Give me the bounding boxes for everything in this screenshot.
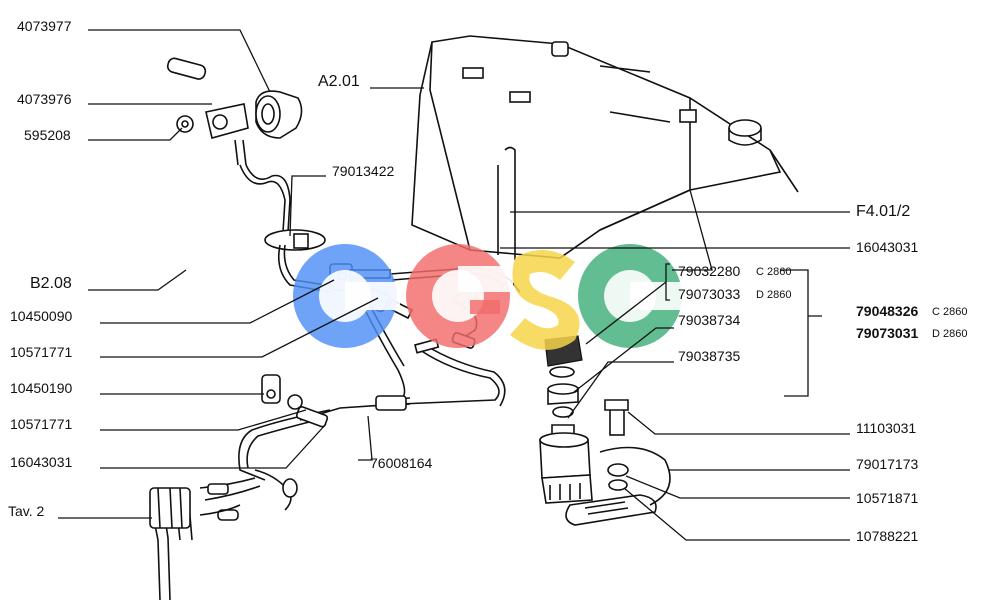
label-a201: A2.01 xyxy=(318,73,360,90)
label-595208: 595208 xyxy=(24,127,71,143)
label-10450090: 10450090 xyxy=(10,308,73,324)
watermark-logo xyxy=(293,244,685,350)
fuel-tank xyxy=(411,35,799,260)
label-10571871: 10571871 xyxy=(856,490,919,506)
label-76008164: 76008164 xyxy=(370,455,433,471)
label-79073033: 79073033 xyxy=(678,286,741,302)
label-tav2: Tav. 2 xyxy=(8,503,45,519)
label-79032280: 79032280 xyxy=(678,263,741,279)
label-c2860-a: C 2860 xyxy=(756,266,791,278)
label-4073977: 4073977 xyxy=(17,18,72,34)
label-79017173: 79017173 xyxy=(856,456,919,472)
label-79038735: 79038735 xyxy=(678,348,741,364)
label-16043031-a: 16043031 xyxy=(10,454,73,470)
label-79048326: 79048326 xyxy=(856,303,919,319)
watermark-s xyxy=(510,249,580,350)
label-79073031: 79073031 xyxy=(856,325,919,341)
label-11103031: 11103031 xyxy=(856,420,916,436)
label-10450190: 10450190 xyxy=(10,380,73,396)
part-labels: 4073977 4073976 595208 B2.08 10450090 10… xyxy=(8,18,967,544)
label-d2860-a: D 2860 xyxy=(756,289,791,301)
label-79038734: 79038734 xyxy=(678,312,741,328)
label-b208: B2.08 xyxy=(30,275,72,292)
leader-lines xyxy=(58,29,850,541)
label-79013422: 79013422 xyxy=(332,163,395,179)
label-10571771-a: 10571771 xyxy=(10,344,73,360)
label-10571771-b: 10571771 xyxy=(10,416,73,432)
gauge-assembly xyxy=(176,90,303,166)
label-c2860-b: C 2860 xyxy=(932,306,967,318)
control-rod xyxy=(157,57,207,269)
sender-switch xyxy=(539,335,671,526)
label-f4012: F4.01/2 xyxy=(856,203,910,220)
label-10788221: 10788221 xyxy=(856,528,919,544)
label-16043031-b: 16043031 xyxy=(856,239,919,255)
label-d2860-b: D 2860 xyxy=(932,328,967,340)
label-4073976: 4073976 xyxy=(17,91,72,107)
